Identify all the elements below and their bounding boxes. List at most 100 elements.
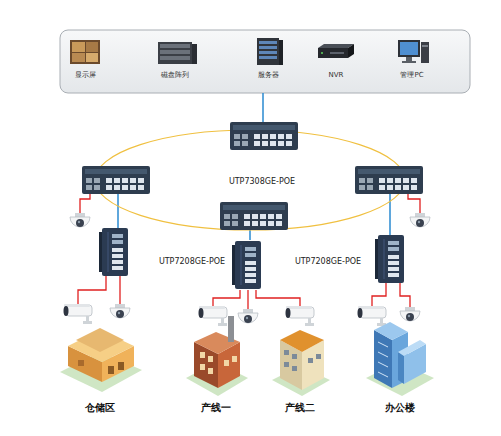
production-building [272,330,330,396]
equipment-panel [60,30,470,93]
management-pc-icon-part [421,42,429,63]
camera-cable-part [213,290,240,306]
bullet-camera [64,304,93,324]
equipment-label: 磁盘阵列 [161,71,189,80]
factory-building [186,316,248,396]
ring-switch [230,122,298,150]
management-pc-icon-part [406,57,412,61]
office-building-part [378,352,388,357]
ring-switch [220,202,288,230]
management-pc-icon [398,40,429,63]
equipment-item: NVR [314,36,358,80]
network-cable-part [389,193,391,235]
dome-camera [400,307,420,321]
office-building-part [398,352,404,384]
disk-array-icon-part [160,56,190,60]
camera-cable-part [408,194,420,213]
dome-camera [238,309,258,323]
office-building-part [378,372,388,377]
building-label: 办公楼 [385,402,415,415]
industrial-switch [99,228,128,276]
industrial-switch [375,235,404,283]
equipment-label: 服务器 [258,71,279,80]
disk-array-icon-part [158,42,192,64]
office-building-part [374,330,392,388]
equipment-item: 管理PC [390,36,434,80]
disk-array-icon-part [160,44,190,48]
site-building: 仓储区 [60,326,140,414]
equipment-item: 显示屏 [60,36,110,80]
server-icon [257,38,283,65]
model-label: UTP7308GE-POE [227,177,297,187]
server-icon-part [259,51,277,54]
bullet-camera [358,306,387,326]
bullet-camera [286,306,315,326]
production-building-part [292,366,297,371]
nvr-icon-part [318,48,348,58]
production-building-part [316,354,321,359]
management-pc-icon-part [422,45,428,47]
industrial-switch [232,241,261,289]
production-building-part [292,354,297,359]
camera-cable-part [256,290,300,306]
server-icon-part [259,41,277,44]
equipment-label: 显示屏 [75,71,96,80]
dome-camera [70,213,90,227]
equipment-label: NVR [329,71,344,80]
nvr-icon-part [330,52,344,54]
warehouse-building [60,328,142,392]
network-cable-part [262,93,264,122]
factory-building-part [200,352,205,358]
camera-cable-part [247,290,248,309]
management-pc-icon-part [402,61,416,63]
factory-building-part [228,316,234,342]
equipment-item: 服务器 [243,36,293,80]
server-icon-part [259,56,277,59]
management-pc-icon-part [400,42,418,55]
equipment-label: 管理PC [400,71,423,80]
warehouse-building-part [76,328,124,352]
production-building-part [284,350,289,355]
camera-cable [78,194,420,309]
display-wall-icon-part [72,42,85,52]
disk-array-icon-part [160,50,190,54]
server-icon-part [257,38,279,65]
factory-building-part [208,356,213,362]
disk-array-icon [158,42,197,64]
display-wall-icon [70,40,100,64]
warehouse-building-part [78,360,84,366]
ring-switch [355,166,423,194]
equipment-item: 磁盘阵列 [150,36,200,80]
building-label: 产线二 [285,402,315,415]
dome-camera [410,213,430,227]
management-pc-icon-part [398,40,420,57]
factory-building-part [224,360,229,366]
server-icon-part [279,40,283,65]
display-wall-icon-part [86,42,98,52]
nvr-icon-part [318,44,354,48]
office-building-part [398,340,426,356]
display-wall-icon-part [70,40,100,64]
dome-camera [110,304,130,318]
office-building-part [378,362,388,367]
factory-building-part [208,368,213,374]
disk-array-icon-part [192,44,197,64]
camera-cable-part [78,276,106,304]
network-cable-part [117,193,119,228]
production-building-part [308,358,313,363]
office-building [366,322,434,396]
camera-cable-part [80,194,90,213]
factory-building-part [232,356,237,362]
camera-cable-part [119,276,120,304]
nvr-icon-part [321,52,323,54]
ring-switch [82,166,150,194]
factory-building-part [200,364,205,370]
server-icon-part [259,46,277,49]
site-building: 产线一 [184,326,248,414]
building-label: 产线一 [201,402,231,415]
site-building: 办公楼 [364,326,436,414]
model-label: UTP7208GE-POE [157,257,227,267]
site-building: 产线二 [268,326,332,414]
